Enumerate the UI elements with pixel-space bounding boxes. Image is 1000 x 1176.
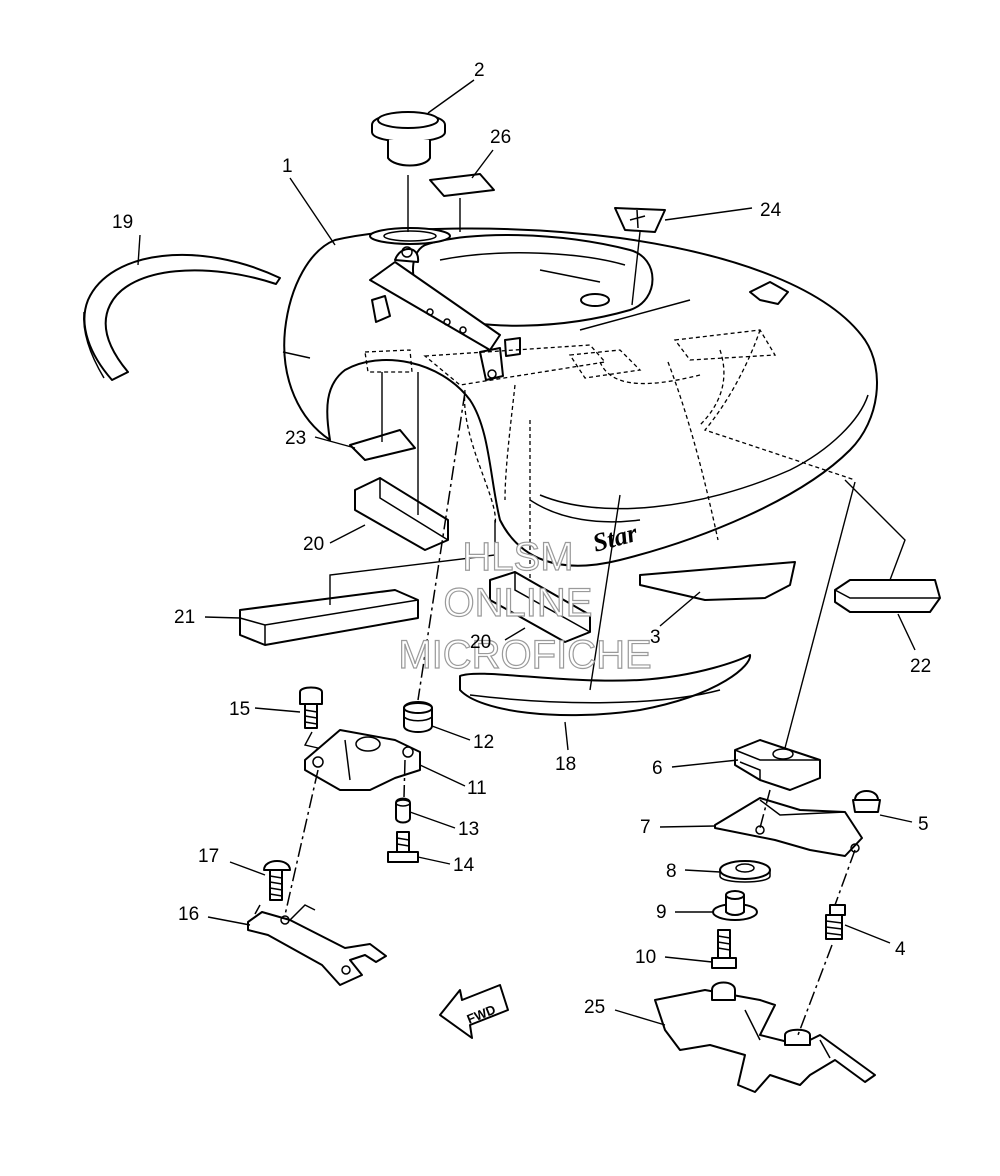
part-25-bracket bbox=[654, 981, 876, 1093]
callout-24: 24 bbox=[760, 200, 782, 221]
part-5-nut bbox=[852, 790, 881, 813]
part-4-stud bbox=[825, 904, 846, 940]
part-7-mounting-plate bbox=[714, 797, 863, 857]
part-15-bolt bbox=[299, 686, 323, 761]
callout-22: 22 bbox=[910, 656, 931, 677]
hidden-outlines bbox=[364, 329, 856, 580]
callout-18: 18 bbox=[555, 754, 576, 775]
part-20-cushion-lower bbox=[489, 571, 591, 643]
part-18-side-cover bbox=[459, 494, 752, 717]
part-16-plate bbox=[247, 904, 387, 986]
watermark-line-1: HLSM bbox=[462, 535, 573, 579]
alignment-lines-left bbox=[284, 391, 466, 916]
callout-26: 26 bbox=[490, 127, 511, 148]
part-10-bolt bbox=[711, 929, 737, 969]
callout-leaders bbox=[137, 79, 916, 1026]
part-20-cushion-upper bbox=[354, 372, 449, 551]
part-6-bracket-block bbox=[734, 739, 821, 791]
callout-11: 11 bbox=[467, 778, 487, 799]
callout-1: 1 bbox=[282, 156, 293, 177]
part-22-cushion bbox=[834, 479, 941, 613]
callout-5: 5 bbox=[918, 814, 929, 835]
callout-21: 21 bbox=[174, 607, 195, 628]
callout-14: 14 bbox=[453, 855, 475, 876]
callout-15: 15 bbox=[229, 699, 250, 720]
part-17-screw bbox=[263, 860, 291, 901]
callout-9: 9 bbox=[656, 902, 667, 923]
callout-3: 3 bbox=[650, 627, 661, 648]
callout-10: 10 bbox=[635, 947, 656, 968]
callout-12: 12 bbox=[473, 732, 494, 753]
callout-17: 17 bbox=[198, 846, 219, 867]
part-23-pad bbox=[349, 372, 416, 461]
part-12-grommet bbox=[403, 701, 433, 733]
callout-7: 7 bbox=[640, 817, 651, 838]
part-9-collar bbox=[712, 890, 758, 921]
callout-19: 19 bbox=[112, 212, 133, 233]
part-13-collar bbox=[395, 797, 411, 824]
callout-2: 2 bbox=[474, 60, 485, 81]
callout-13: 13 bbox=[458, 819, 479, 840]
fwd-arrow: FWD bbox=[439, 984, 509, 1039]
callout-16: 16 bbox=[178, 904, 199, 925]
part-3-cover-plate bbox=[639, 561, 796, 601]
watermark-line-2: ONLINE bbox=[444, 581, 593, 625]
part-24-emblem-decal bbox=[614, 207, 666, 306]
part-21-cushion bbox=[239, 520, 496, 646]
part-26-label bbox=[429, 173, 495, 232]
callout-20-upper: 20 bbox=[303, 534, 324, 555]
part-8-washer bbox=[719, 860, 771, 883]
callout-20-lower: 20 bbox=[470, 632, 491, 653]
part-19-strip bbox=[83, 254, 281, 381]
callout-8: 8 bbox=[666, 861, 677, 882]
callout-labels: 1 2 3 4 5 6 7 8 9 10 11 12 13 14 15 16 1… bbox=[112, 60, 931, 1018]
callout-4: 4 bbox=[895, 939, 906, 960]
alignment-lines-right bbox=[759, 481, 856, 1036]
part-2-fuel-cap bbox=[371, 111, 446, 232]
callout-23: 23 bbox=[285, 428, 306, 449]
part-14-bolt bbox=[387, 831, 419, 863]
tank-bracket bbox=[369, 246, 521, 381]
part-11-bracket bbox=[304, 729, 421, 791]
callout-25: 25 bbox=[584, 997, 605, 1018]
watermark: HLSM ONLINE MICROFICHE bbox=[398, 534, 653, 677]
watermark-line-3: MICROFICHE bbox=[398, 633, 651, 677]
callout-6: 6 bbox=[652, 758, 663, 779]
